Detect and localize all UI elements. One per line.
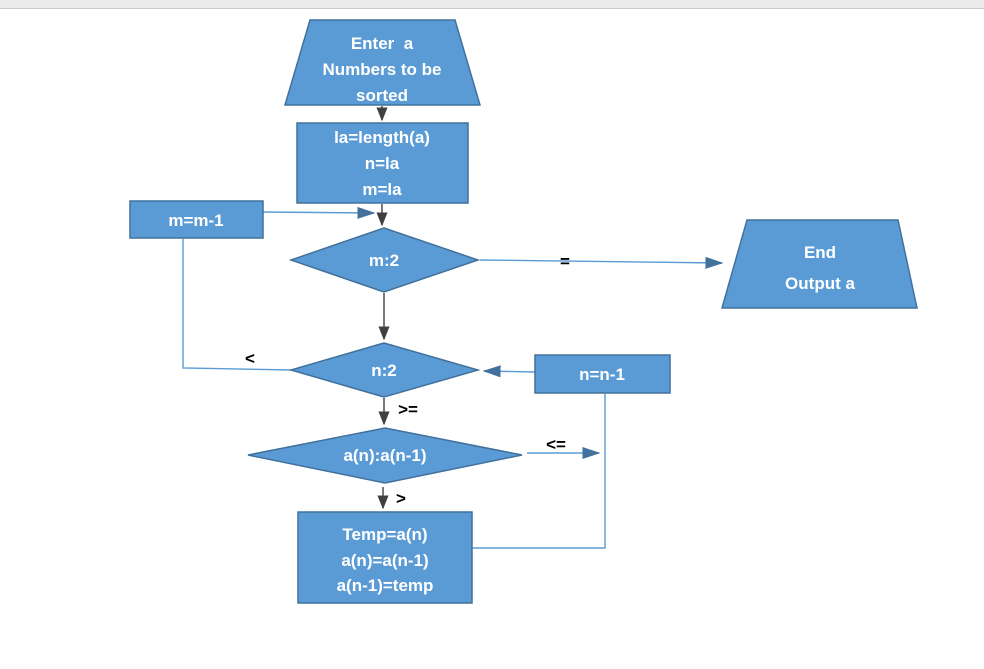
node-m-test: m:2 (288, 227, 481, 293)
node-m-decrement: m=m-1 (129, 200, 264, 239)
init-line3: m=la (362, 180, 402, 199)
edge-label-less-equal: <= (546, 435, 566, 454)
edge-label-equals: = (560, 252, 570, 271)
node-end-output: End Output a (721, 219, 918, 309)
init-shape[interactable] (296, 122, 469, 204)
end-output-line2: Output a (785, 274, 855, 293)
start-input-line3: sorted (356, 86, 408, 105)
node-init: la=length(a) n=la m=la (296, 122, 469, 204)
edge-n-decrement-to-n-test (482, 365, 536, 378)
edge-n-test-to-m-decrement (182, 239, 293, 371)
edge-m-test-to-end (479, 256, 724, 269)
node-compare: a(n):a(n-1) (247, 427, 523, 484)
n-decrement-shape[interactable] (534, 354, 671, 394)
edge-label-greater-than: > (396, 489, 406, 508)
edge-label-greater-equal: >= (398, 400, 418, 419)
init-line1: la=length(a) (334, 128, 430, 147)
n-test-label: n:2 (371, 361, 397, 380)
node-n-test: n:2 (288, 342, 481, 398)
node-swap: Temp=a(n) a(n)=a(n-1) a(n-1)=temp (297, 511, 473, 604)
node-start-input: Enter a Numbers to be sorted (283, 19, 482, 106)
m-test-shape[interactable] (288, 227, 481, 293)
start-input-line2: Numbers to be (322, 60, 441, 79)
compare-shape[interactable] (247, 427, 523, 484)
start-input-line1: Enter a (351, 34, 414, 53)
swap-line3: a(n-1)=temp (337, 576, 434, 595)
end-output-line1: End (804, 243, 836, 262)
n-decrement-label: n=n-1 (579, 365, 625, 384)
edge-label-less-than: < (245, 349, 255, 368)
start-input-shape[interactable] (283, 19, 482, 106)
edge-swap-to-n-decrement (472, 394, 606, 549)
m-test-label: m:2 (369, 251, 399, 270)
edge-m-decrement-to-m-test (262, 206, 376, 219)
compare-label: a(n):a(n-1) (343, 446, 426, 465)
m-decrement-shape[interactable] (129, 200, 264, 239)
window-chrome-bar (0, 0, 984, 9)
node-n-decrement: n=n-1 (534, 354, 671, 394)
m-decrement-label: m=m-1 (168, 211, 223, 230)
swap-shape[interactable] (297, 511, 473, 604)
init-line2: n=la (365, 154, 400, 173)
end-output-shape[interactable] (721, 219, 918, 309)
swap-line1: Temp=a(n) (342, 525, 427, 544)
swap-line2: a(n)=a(n-1) (341, 551, 428, 570)
n-test-shape[interactable] (288, 342, 481, 398)
